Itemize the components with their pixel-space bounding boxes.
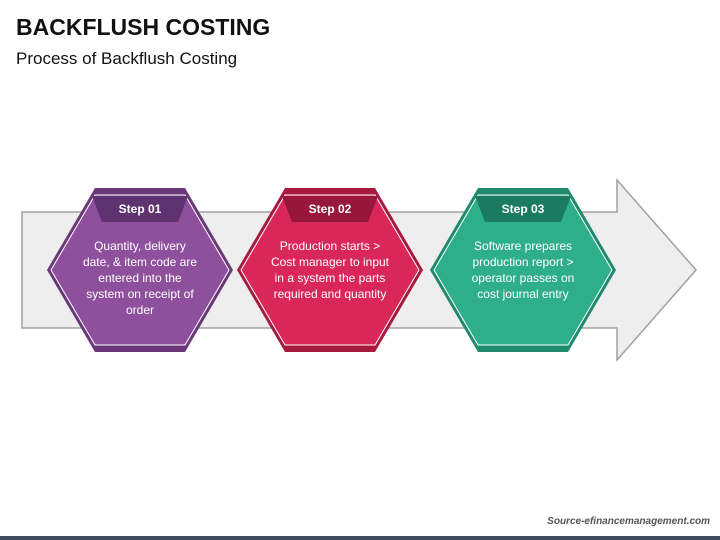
step-2-shape <box>237 188 423 352</box>
step-1-shape <box>47 188 233 352</box>
step-2-header-tab <box>282 196 378 222</box>
step-1-hexagon <box>50 194 230 346</box>
bottom-bar <box>0 536 720 540</box>
page-title: BACKFLUSH COSTING <box>16 14 271 40</box>
step-3-header-tab <box>475 196 571 222</box>
step-3-hexagon <box>433 194 613 346</box>
step-2-hexagon <box>240 194 420 346</box>
step-2-label: Step 02 <box>308 202 352 216</box>
step-1-label: Step 01 <box>118 202 162 216</box>
step-3-label: Step 03 <box>501 202 545 216</box>
step-3-shape <box>430 188 616 352</box>
step-1-header-tab <box>92 196 188 222</box>
source-credit: Source-efinancemanagement.com <box>547 516 710 527</box>
step-3-text: Software prepares production report > op… <box>471 239 575 301</box>
step-1-text: Quantity, delivery date, & item code are… <box>82 239 198 317</box>
page-subtitle: Process of Backflush Costing <box>16 49 238 68</box>
step-2-text: Production starts > Cost manager to inpu… <box>270 239 390 301</box>
